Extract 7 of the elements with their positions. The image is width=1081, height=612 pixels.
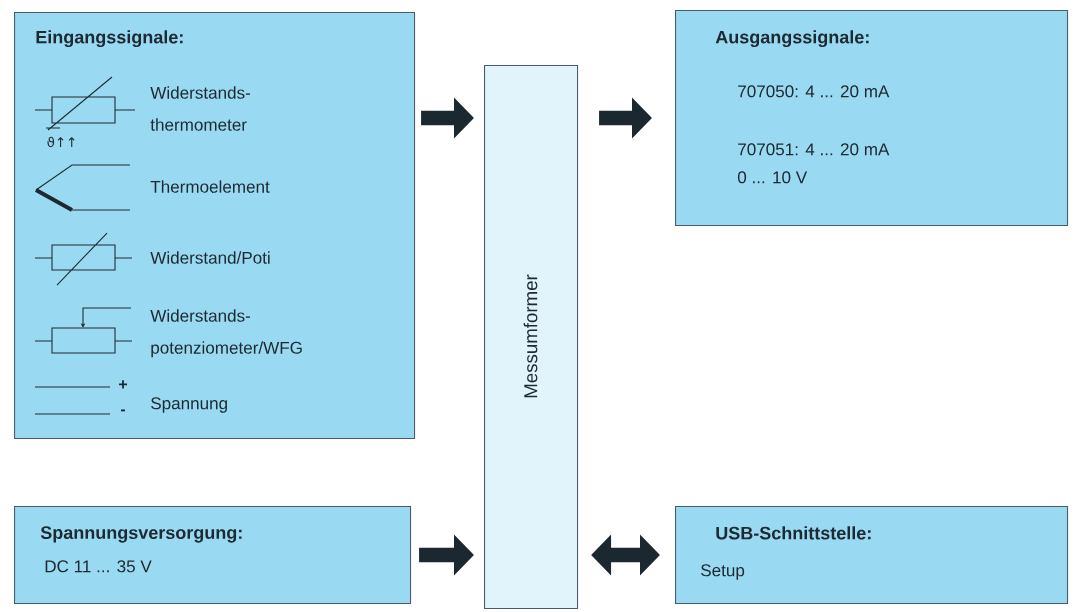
interface-panel: USB-Schnittstelle: Setup xyxy=(675,506,1069,605)
polarity-sign: + xyxy=(119,380,128,389)
supply-panel: Spannungsversorgung: DC 11 ... 35 V xyxy=(14,506,412,605)
output-panel: Ausgangssignale: 707050: 4 ... 20 mA 707051: 4 ... 20 mA 0 ... 10 V xyxy=(675,10,1069,227)
polarity-sign: - xyxy=(120,409,126,412)
symbol-label: ϑ↑↑ xyxy=(47,136,75,148)
converter-box: Messumformer xyxy=(484,65,579,610)
